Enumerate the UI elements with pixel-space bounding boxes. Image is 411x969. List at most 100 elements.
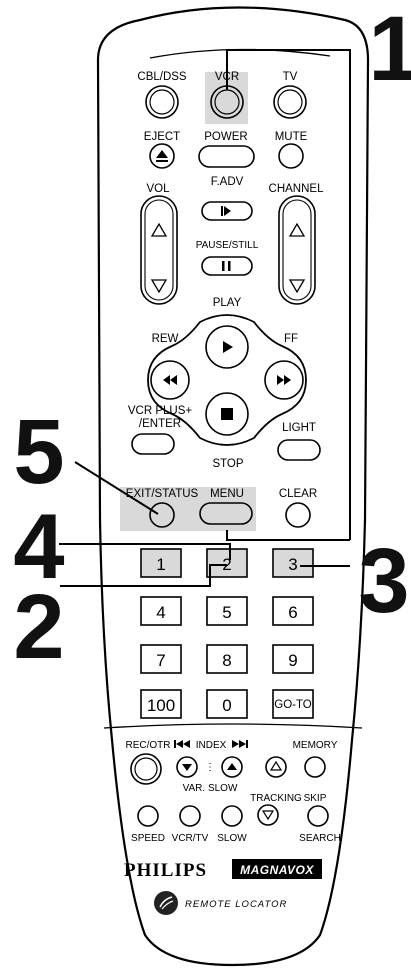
key-6[interactable]: 6 <box>272 596 314 626</box>
label-stop: STOP <box>212 458 243 470</box>
brand-philips: PHILIPS <box>124 860 207 881</box>
light-button[interactable] <box>277 439 321 461</box>
label-fadv: F.ADV <box>211 176 244 188</box>
key-1[interactable]: 1 <box>140 548 182 578</box>
tv-button[interactable] <box>273 85 307 119</box>
memory-button[interactable] <box>304 756 326 778</box>
key-7[interactable]: 7 <box>140 644 182 674</box>
tracking-down-button[interactable] <box>257 804 279 826</box>
label-power: POWER <box>204 131 247 143</box>
key-5[interactable]: 5 <box>206 596 248 626</box>
label-rew: REW <box>152 333 179 345</box>
menu-button[interactable] <box>199 502 253 525</box>
channel-down-icon <box>288 279 306 294</box>
pause-still-button[interactable] <box>201 256 253 276</box>
tracking-up-icon <box>269 760 283 771</box>
skip-search-button[interactable] <box>307 805 329 827</box>
key-go-to[interactable]: GO-TO <box>272 689 314 719</box>
index-forward-icon <box>232 740 248 748</box>
volume-up-icon <box>150 222 168 237</box>
key-2[interactable]: 2 <box>206 548 248 578</box>
label-var-slow: VAR. SLOW <box>183 783 238 794</box>
key-100[interactable]: 100 <box>140 689 182 719</box>
transport-cluster <box>147 314 307 446</box>
var-slow-up-button[interactable] <box>221 756 243 778</box>
callout-lines <box>59 49 351 587</box>
callout-1: 1 <box>368 0 411 100</box>
vcr-button[interactable] <box>210 85 244 119</box>
key-4[interactable]: 4 <box>140 596 182 626</box>
rec-otr-button[interactable] <box>130 753 162 785</box>
label-index: INDEX <box>196 740 227 751</box>
key-3[interactable]: 3 <box>272 548 314 578</box>
label-rec-otr: REC/OTR <box>126 740 171 751</box>
volume-down-icon <box>150 279 168 294</box>
var-slow-separator: ⋮ <box>205 762 215 773</box>
tracking-up-button[interactable] <box>265 756 287 778</box>
var-slow-down-button[interactable] <box>176 756 198 778</box>
svg-text:7: 7 <box>156 651 165 670</box>
svg-text:6: 6 <box>288 603 297 622</box>
cbl-dss-button[interactable] <box>145 85 179 119</box>
stop-icon <box>221 408 233 420</box>
label-speed: SPEED <box>131 833 165 844</box>
label-play: PLAY <box>213 297 242 309</box>
volume-rocker[interactable] <box>140 195 178 305</box>
speed-button[interactable] <box>137 805 159 827</box>
label-memory: MEMORY <box>293 740 338 751</box>
fadv-button[interactable] <box>201 201 253 221</box>
remote-divider <box>103 723 363 729</box>
svg-text:0: 0 <box>222 696 231 715</box>
label-ff: FF <box>284 333 298 345</box>
svg-text:1: 1 <box>156 555 165 574</box>
eject-icon <box>156 150 168 158</box>
exit-status-button[interactable] <box>149 502 175 528</box>
label-clear: CLEAR <box>279 488 317 500</box>
key-0[interactable]: 0 <box>206 689 248 719</box>
label-vcr-plus-enter: /ENTER <box>139 418 181 430</box>
remote-locator-label: REMOTE LOCATOR <box>185 899 287 910</box>
svg-text:5: 5 <box>222 603 231 622</box>
play-button[interactable] <box>205 325 249 369</box>
key-9[interactable]: 9 <box>272 644 314 674</box>
label-vcr-tv: VCR/TV <box>172 833 209 844</box>
mute-button[interactable] <box>278 143 304 169</box>
svg-text:9: 9 <box>288 651 297 670</box>
channel-rocker[interactable] <box>278 195 316 305</box>
vcr-plus-enter-button[interactable] <box>131 433 175 455</box>
callout-5: 5 <box>13 401 64 503</box>
label-eject: EJECT <box>144 131 180 143</box>
leader-1b <box>226 530 350 541</box>
brand-magnavox: MAGNAVOX <box>240 863 314 877</box>
svg-text:GO-TO: GO-TO <box>274 699 312 711</box>
label-tv: TV <box>283 71 298 83</box>
fast-forward-button[interactable] <box>264 360 304 400</box>
label-search: SEARCH <box>299 833 341 844</box>
vcr-tv-button[interactable] <box>179 805 201 827</box>
power-button[interactable] <box>198 145 255 168</box>
leader-5 <box>74 461 159 515</box>
callout-3: 3 <box>358 530 409 632</box>
triangle-down-icon <box>182 764 192 771</box>
rewind-button[interactable] <box>150 360 190 400</box>
fast-forward-icon <box>277 375 291 385</box>
label-mute: MUTE <box>275 131 308 143</box>
slow-button[interactable] <box>221 805 243 827</box>
rewind-icon <box>163 375 177 385</box>
clear-button[interactable] <box>285 502 311 528</box>
label-slow: SLOW <box>217 833 247 844</box>
leader-4 <box>59 543 231 560</box>
triangle-up-icon <box>227 763 237 770</box>
tracking-down-icon <box>261 810 275 821</box>
label-light: LIGHT <box>282 422 316 434</box>
remote-locator-icon <box>154 891 178 915</box>
brand-magnavox-box <box>232 859 322 879</box>
key-8[interactable]: 8 <box>206 644 248 674</box>
play-icon <box>223 341 233 353</box>
callout-4: 4 <box>13 496 64 598</box>
eject-button[interactable] <box>149 143 175 169</box>
leader-1 <box>226 49 351 540</box>
label-tracking: TRACKING <box>250 793 302 804</box>
stop-button[interactable] <box>205 392 249 436</box>
